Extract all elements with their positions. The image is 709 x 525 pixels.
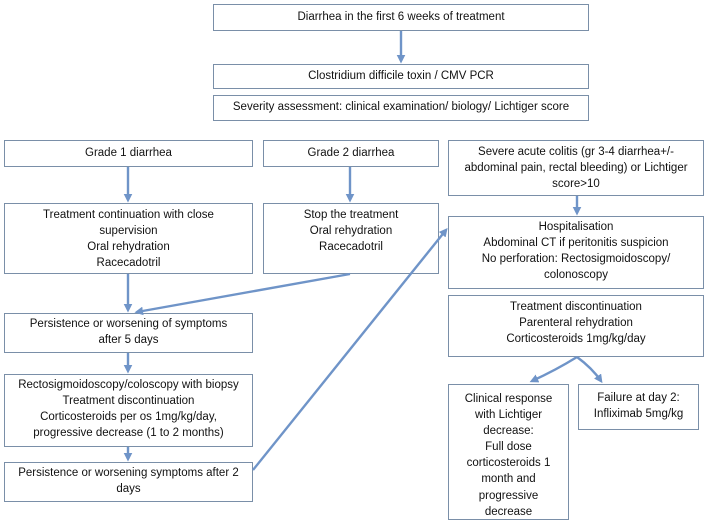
grade1-treatment-box: Treatment continuation with close superv… <box>4 203 253 274</box>
arrow-grade2-treatment-to-persistence <box>134 272 351 316</box>
clinical-response-line: progressive <box>478 489 539 502</box>
cdiff-cmv-test-box: Clostridium difficile toxin / CMV PCR <box>213 64 589 89</box>
clinical-response-line: decrease: <box>483 425 534 438</box>
grade1-box: Grade 1 diarrhea <box>4 140 253 167</box>
grade2-treatment-line: Oral rehydration <box>309 224 393 237</box>
grade2-treatment-box: Stop the treatment Oral rehydration Race… <box>263 203 439 274</box>
start-line: Diarrhea in the first 6 weeks of treatme… <box>297 10 505 23</box>
persistence-2-days-box: Persistence or worsening symptoms after … <box>4 462 253 502</box>
persistence-2d-line: Persistence or worsening symptoms after … <box>18 467 239 479</box>
severe-colitis-box: Severe acute colitis (gr 3-4 diarrhea+/-… <box>448 140 704 196</box>
cdiff-test-line: Clostridium difficile toxin / CMV PCR <box>308 69 494 82</box>
failure-day2-box: Failure at day 2: Infliximab 5mg/kg <box>578 384 699 430</box>
start-box: Diarrhea in the first 6 weeks of treatme… <box>213 4 589 31</box>
grade2-line: Grade 2 diarrhea <box>307 146 395 159</box>
clinical-response-line: month and <box>481 473 536 486</box>
grade1-line: Grade 1 diarrhea <box>85 146 172 159</box>
hospitalisation-line: Abdominal CT if peritonitis suspicion <box>483 236 669 249</box>
hospitalisation-box: Hospitalisation Abdominal CT if peritoni… <box>448 216 704 289</box>
endoscopy-oral-line: Corticosteroids per os 1mg/kg/day, <box>40 410 217 423</box>
endoscopy-oral-steroids-box: Rectosigmoidoscopy/coloscopy with biopsy… <box>4 374 253 447</box>
discontinuation-iv-line: Corticosteroids 1mg/kg/day <box>506 332 646 345</box>
discontinuation-iv-line: Treatment discontinuation <box>510 301 642 313</box>
grade2-treatment-line: Racecadotril <box>319 240 383 253</box>
severe-line: score>10 <box>552 177 600 190</box>
persistence-5-days-box: Persistence or worsening of symptoms aft… <box>4 313 253 353</box>
endoscopy-oral-line: Rectosigmoidoscopy/coloscopy with biopsy <box>18 379 239 391</box>
hospitalisation-line: No perforation: Rectosigmoidoscopy/ <box>481 252 671 265</box>
severe-line: abdominal pain, rectal bleeding) or Lich… <box>464 161 688 174</box>
grade2-treatment-line: Stop the treatment <box>303 209 399 221</box>
clinical-response-box: Clinical response with Lichtiger decreas… <box>448 384 569 520</box>
clinical-response-line: Full dose <box>485 441 532 454</box>
grade1-treatment-line: Racecadotril <box>96 256 161 269</box>
severity-line: Severity assessment: clinical examinatio… <box>232 101 570 114</box>
clinical-response-line: with Lichtiger <box>474 409 543 422</box>
clinical-response-line: corticosteroids 1 <box>466 457 551 470</box>
endoscopy-oral-line: progressive decrease (1 to 2 months) <box>33 426 224 439</box>
hospitalisation-line: colonoscopy <box>544 268 608 281</box>
failure-day2-line: Infliximab 5mg/kg <box>593 408 684 420</box>
severity-assessment-box: Severity assessment: clinical examinatio… <box>213 95 589 121</box>
endoscopy-oral-line: Treatment discontinuation <box>62 394 195 407</box>
arrow-to-failure <box>576 356 603 384</box>
arrow-to-clinical-response <box>529 355 578 383</box>
discontinuation-iv-line: Parenteral rehydration <box>519 316 633 329</box>
grade1-treatment-line: Oral rehydration <box>87 240 170 253</box>
grade1-treatment-line: Treatment continuation with close <box>43 209 214 221</box>
failure-day2-line: Failure at day 2: <box>597 392 680 405</box>
persistence-5d-line: after 5 days <box>98 333 159 346</box>
hospitalisation-line: Hospitalisation <box>538 221 614 233</box>
severe-line: Severe acute colitis (gr 3-4 diarrhea+/- <box>478 146 674 158</box>
grade2-box: Grade 2 diarrhea <box>263 140 439 167</box>
grade1-treatment-line: supervision <box>99 224 158 237</box>
persistence-2d-line: days <box>116 482 141 495</box>
persistence-5d-line: Persistence or worsening of symptoms <box>29 318 228 330</box>
arrow-persistence-2d-to-hospitalisation <box>252 227 448 471</box>
clinical-response-line: decrease <box>484 505 533 518</box>
discontinuation-parenteral-box: Treatment discontinuation Parenteral reh… <box>448 295 704 357</box>
clinical-response-line: Clinical response <box>464 393 553 405</box>
